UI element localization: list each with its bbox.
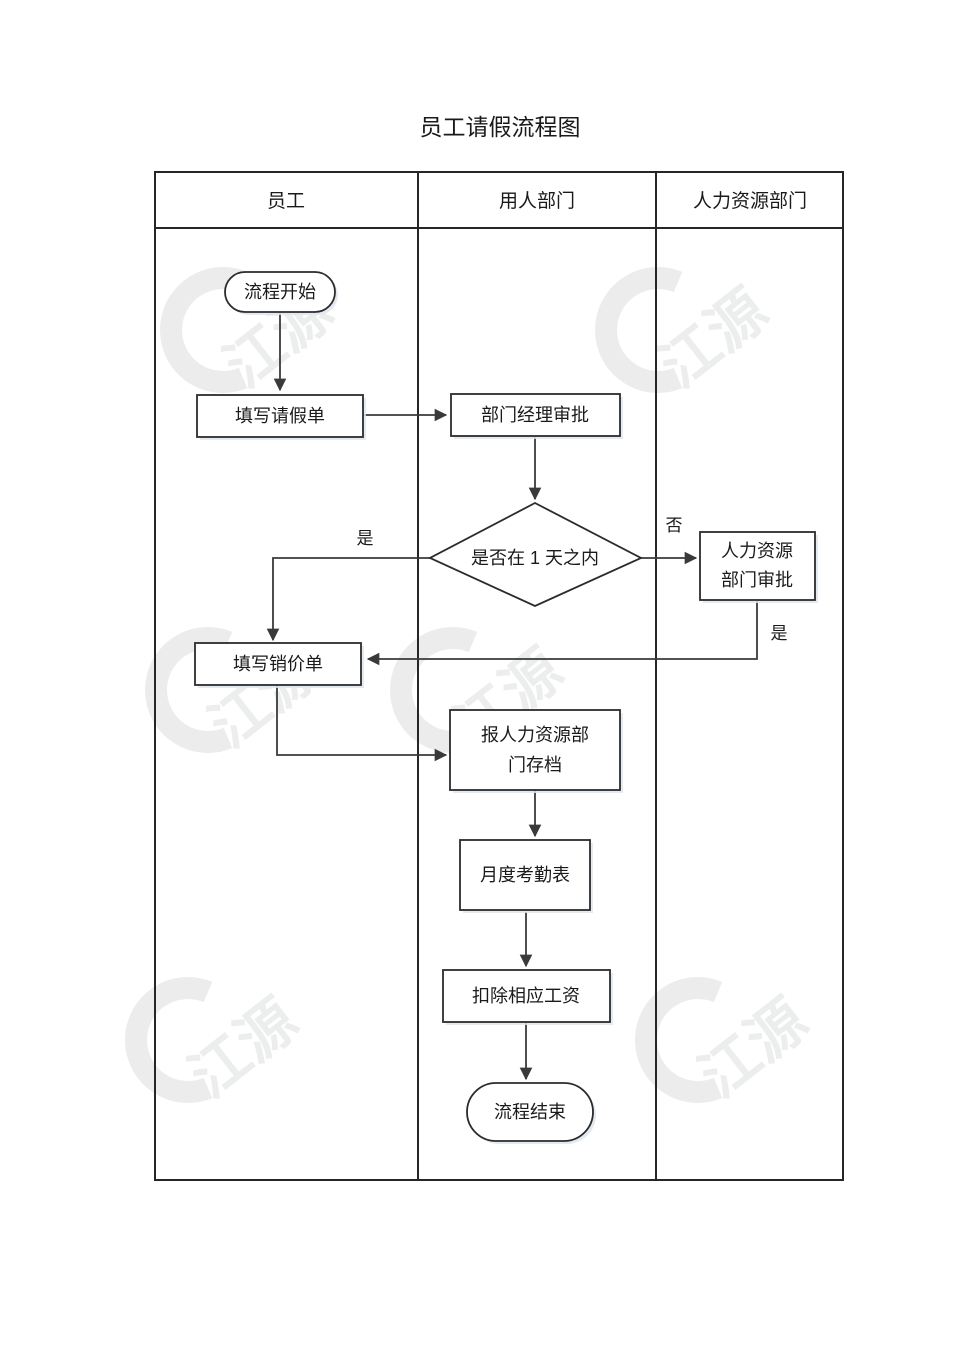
lane-header-employee: 员工 bbox=[267, 191, 305, 212]
node-hr-approval-label-line2: 部门审批 bbox=[721, 570, 793, 590]
edge-fill-price-to-archive bbox=[276, 676, 448, 762]
node-monthly-attendance[interactable]: 月度考勤表 bbox=[459, 839, 593, 913]
edge-label-yes-within-1day: 是 bbox=[357, 529, 374, 548]
node-end[interactable]: 流程结束 bbox=[466, 1082, 596, 1144]
node-hr-approval-label-line1: 人力资源 bbox=[721, 541, 793, 561]
node-fill-price-form[interactable]: 填写销价单 bbox=[194, 642, 364, 688]
node-layer: 流程开始 填写请假单 部门经理审批 是否在 1 天之内 bbox=[194, 271, 818, 1144]
edge-hr-approval-yes-to-fill-price bbox=[366, 601, 758, 666]
node-monthly-attendance-label: 月度考勤表 bbox=[480, 865, 570, 885]
node-fill-price-form-label: 填写销价单 bbox=[233, 654, 323, 674]
node-deduct-salary-label: 扣除相应工资 bbox=[472, 986, 580, 1006]
edge-label-yes-hr-approval: 是 bbox=[771, 624, 788, 643]
node-start-label: 流程开始 bbox=[244, 282, 316, 302]
lane-header-hr: 人力资源部门 bbox=[693, 190, 807, 212]
node-fill-leave-form[interactable]: 填写请假单 bbox=[196, 394, 366, 440]
page-title: 员工请假流程图 bbox=[420, 114, 581, 140]
node-archive-to-hr-label-line2: 门存档 bbox=[508, 755, 562, 775]
node-fill-leave-form-label: 填写请假单 bbox=[235, 406, 325, 426]
watermark-5: 江源 bbox=[125, 977, 310, 1111]
node-decision-within-1-day[interactable]: 是否在 1 天之内 bbox=[427, 501, 644, 607]
node-archive-to-hr-label-line1: 报人力资源部 bbox=[481, 725, 589, 745]
node-deduct-salary[interactable]: 扣除相应工资 bbox=[442, 969, 613, 1025]
edge-label-no-within-1day: 否 bbox=[666, 516, 683, 535]
swimlane-table: 员工 用人部门 人力资源部门 bbox=[154, 171, 844, 1181]
node-archive-to-hr[interactable]: 报人力资源部 门存档 bbox=[449, 709, 623, 793]
lane-header-department: 用人部门 bbox=[499, 190, 575, 212]
watermark-6: 江源 bbox=[635, 977, 820, 1111]
node-start[interactable]: 流程开始 bbox=[224, 271, 338, 315]
node-hr-approval[interactable]: 人力资源 部门审批 bbox=[699, 531, 818, 603]
edge-layer: 是 否 是 bbox=[266, 313, 788, 1081]
node-manager-approval[interactable]: 部门经理审批 bbox=[450, 393, 623, 439]
node-end-label: 流程结束 bbox=[494, 1102, 566, 1122]
edge-decision-yes-to-fill-price bbox=[266, 557, 430, 642]
node-manager-approval-label: 部门经理审批 bbox=[481, 405, 589, 425]
node-decision-within-1-day-label: 是否在 1 天之内 bbox=[471, 548, 599, 568]
watermark-2: 江源 bbox=[595, 267, 780, 401]
